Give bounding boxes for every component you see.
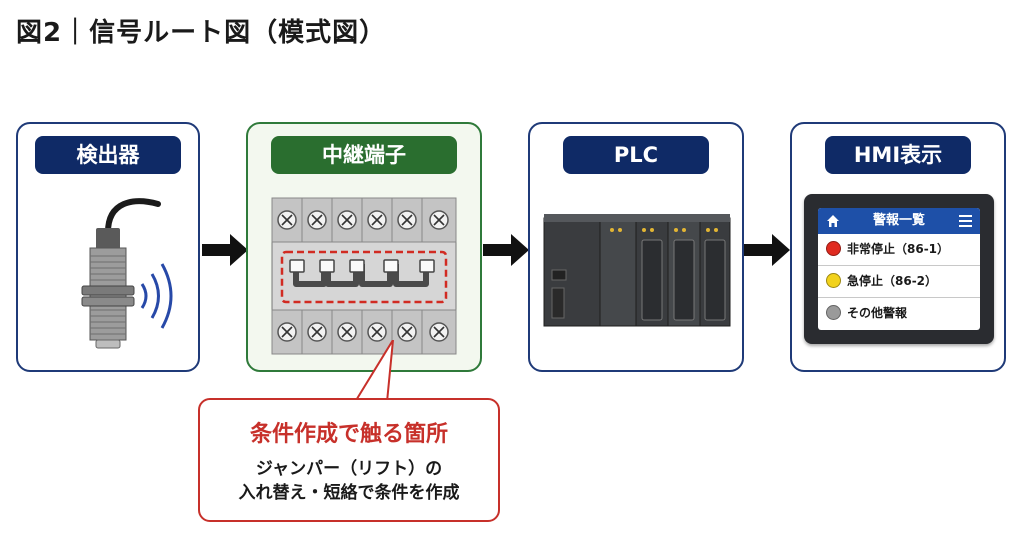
alarm-row[interactable]: その他警報 (818, 298, 980, 329)
alarm-text: 急停止（86-2） (847, 274, 938, 288)
alarm-gray-indicator-icon (826, 305, 841, 320)
callout-pointer (355, 340, 394, 402)
menu-icon[interactable] (959, 215, 972, 227)
alarm-row[interactable]: 急停止（86-2） (818, 266, 980, 298)
arrow-right-icon (744, 234, 790, 266)
hmi-header: 警報一覧 (818, 208, 980, 234)
stage-terminal-label: 中継端子 (271, 136, 457, 174)
alarm-yellow-indicator-icon (826, 273, 841, 288)
callout-line-2: 入れ替え・短絡で条件を作成 (238, 483, 460, 503)
plc-unit-icon (543, 214, 731, 327)
home-icon[interactable] (826, 214, 840, 228)
stage-sensor-card: 検出器 (16, 122, 200, 372)
alarm-red-indicator-icon (826, 241, 841, 256)
stage-plc-label: PLC (563, 136, 709, 174)
alarm-text: 非常停止（86-1） (847, 242, 950, 256)
callout-title: 条件作成で触る箇所 (249, 422, 448, 447)
arrow-right-icon (483, 234, 529, 266)
hmi-panel: 警報一覧 非常停止（86-1） 急停止（86-2） その他警報 (804, 194, 994, 344)
terminal-block-icon (271, 197, 457, 355)
stage-hmi-label: HMI表示 (825, 136, 971, 174)
callout-line-1: ジャンパー（リフト）の (255, 459, 443, 479)
alarm-row[interactable]: 非常停止（86-1） (818, 234, 980, 266)
alarm-text: その他警報 (847, 306, 908, 320)
arrow-right-icon (202, 234, 248, 266)
hmi-header-title: 警報一覧 (872, 213, 925, 228)
diagram-title: 図2｜信号ルート図（模式図） (16, 18, 387, 48)
callout-box: 条件作成で触る箇所 ジャンパー（リフト）の 入れ替え・短絡で条件を作成 (198, 398, 500, 522)
hmi-screen: 警報一覧 非常停止（86-1） 急停止（86-2） その他警報 (818, 208, 980, 330)
proximity-sensor-icon (81, 198, 173, 349)
stage-sensor-label: 検出器 (35, 136, 181, 174)
stage-terminal-card: 中継端子 (246, 122, 482, 372)
stage-plc-card: PLC (528, 122, 744, 372)
